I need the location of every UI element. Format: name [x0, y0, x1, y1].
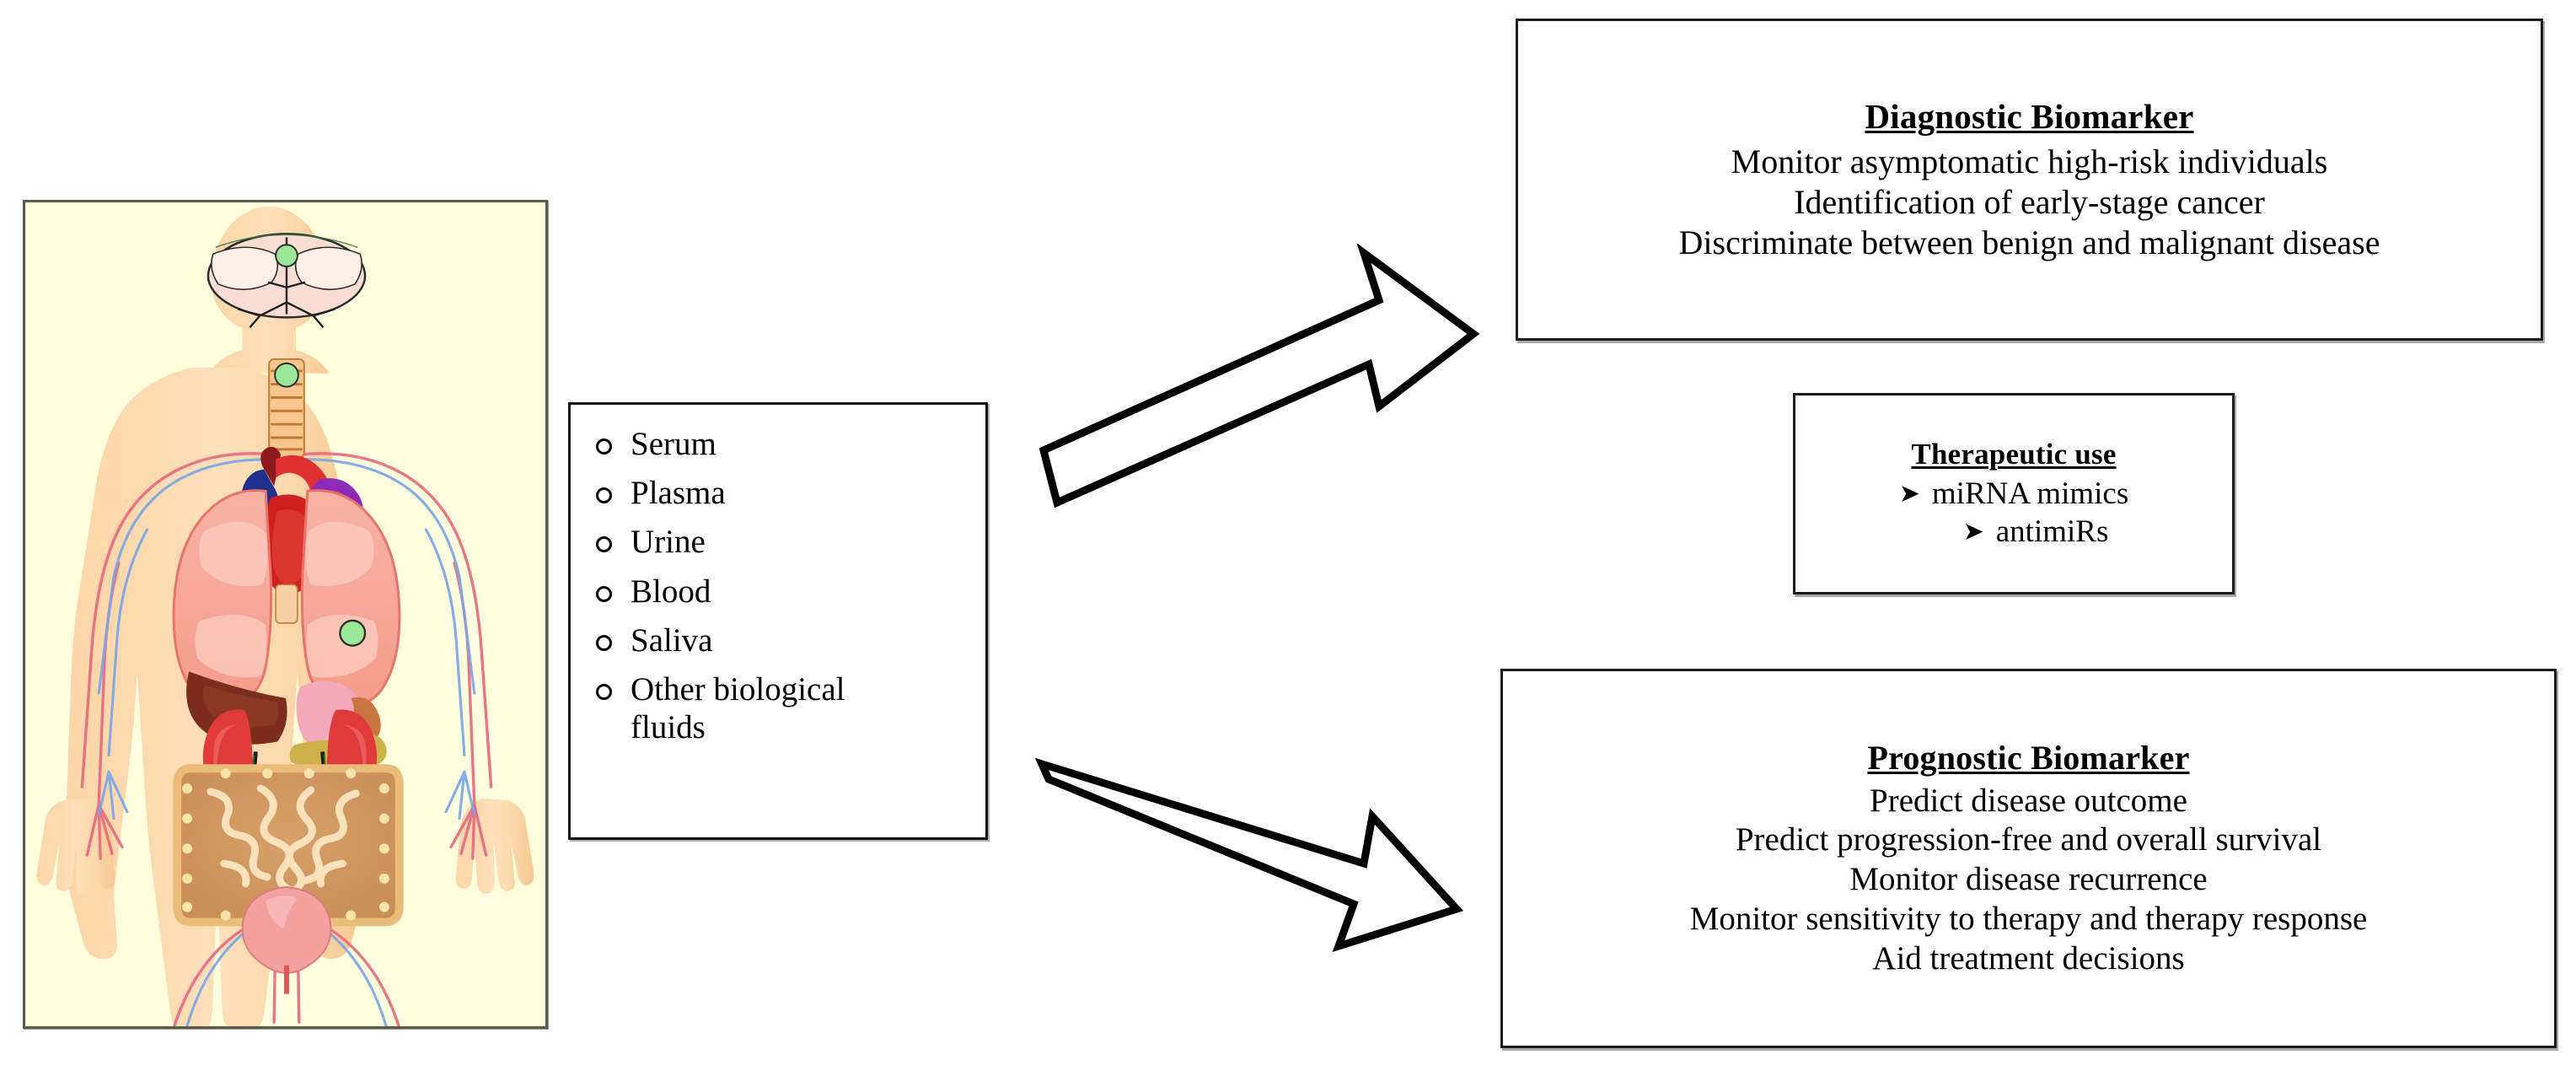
prognostic-line: Predict progression-free and overall sur…	[1735, 821, 2322, 858]
prognostic-line: Monitor disease recurrence	[1849, 861, 2208, 898]
hollow-circle-bullet-icon	[596, 487, 612, 504]
diagnostic-line: Monitor asymptomatic high-risk individua…	[1731, 143, 2328, 181]
prognostic-line: Monitor sensitivity to therapy and thera…	[1689, 900, 2368, 937]
prognostic-line: Aid treatment decisions	[1872, 939, 2185, 976]
diagnostic-line: Discriminate between benign and malignan…	[1678, 223, 2380, 262]
brain	[207, 233, 367, 329]
list-item: Blood	[596, 573, 985, 611]
list-item: Saliva	[596, 621, 985, 659]
arrow-bullet-icon: ➤	[1962, 518, 1984, 546]
biofluid-list: Serum Plasma Urine Blood Saliva Other bi…	[571, 405, 985, 747]
human-body-illustration	[25, 203, 545, 1026]
hollow-circle-bullet-icon	[596, 438, 612, 455]
biofluid-label: Plasma	[631, 475, 726, 512]
biofluid-marker-throat	[274, 362, 299, 388]
hollow-circle-bullet-icon	[596, 634, 612, 651]
therapeutic-item-label: miRNA mimics	[1931, 476, 2129, 512]
anatomy-panel	[23, 200, 548, 1029]
biofluid-sources-box: Serum Plasma Urine Blood Saliva Other bi…	[568, 402, 988, 840]
hollow-circle-bullet-icon	[596, 585, 612, 602]
hollow-circle-bullet-icon	[596, 684, 612, 701]
biofluid-label: Blood	[631, 573, 711, 610]
intestines	[173, 764, 404, 927]
biofluid-label: Urine	[631, 524, 706, 561]
arrow-to-prognostic	[1034, 698, 1532, 976]
therapeutic-use-box: Therapeutic use ➤ miRNA mimics ➤ antimiR…	[1793, 393, 2235, 594]
block-arrow-down-right-icon	[1034, 757, 1464, 953]
block-arrow-up-right-icon	[1038, 243, 1480, 508]
trachea	[268, 358, 305, 459]
list-item: Urine	[596, 523, 985, 561]
prognostic-line: Predict disease outcome	[1870, 782, 2187, 819]
hollow-circle-bullet-icon	[596, 536, 612, 553]
list-item: Serum	[596, 425, 985, 463]
biofluid-marker-lung	[339, 619, 367, 647]
therapeutic-item: ➤ miRNA mimics	[1899, 475, 2128, 513]
biofluid-label: Serum	[631, 426, 716, 462]
lungs	[172, 489, 401, 707]
diagnostic-title: Diagnostic Biomarker	[1865, 96, 2194, 136]
prognostic-title: Prognostic Biomarker	[1867, 739, 2190, 777]
bladder	[241, 885, 332, 994]
therapeutic-item: ➤ antimiRs	[1919, 513, 2109, 551]
list-item: Plasma	[596, 474, 985, 512]
therapeutic-item-label: antimiRs	[1995, 514, 2109, 550]
arrow-to-diagnostic	[1038, 243, 1517, 545]
diagnostic-biomarker-box: Diagnostic Biomarker Monitor asymptomati…	[1516, 19, 2543, 341]
biofluid-marker-brain	[275, 244, 298, 268]
prognostic-biomarker-box: Prognostic Biomarker Predict disease out…	[1500, 669, 2557, 1048]
biofluid-label: Saliva	[631, 621, 713, 659]
therapeutic-title: Therapeutic use	[1911, 437, 2117, 471]
biofluid-label: Other biological fluids	[631, 671, 845, 746]
list-item: Other biological fluids	[596, 670, 985, 746]
arrow-bullet-icon: ➤	[1898, 480, 1920, 508]
diagnostic-line: Identification of early-stage cancer	[1794, 183, 2265, 222]
